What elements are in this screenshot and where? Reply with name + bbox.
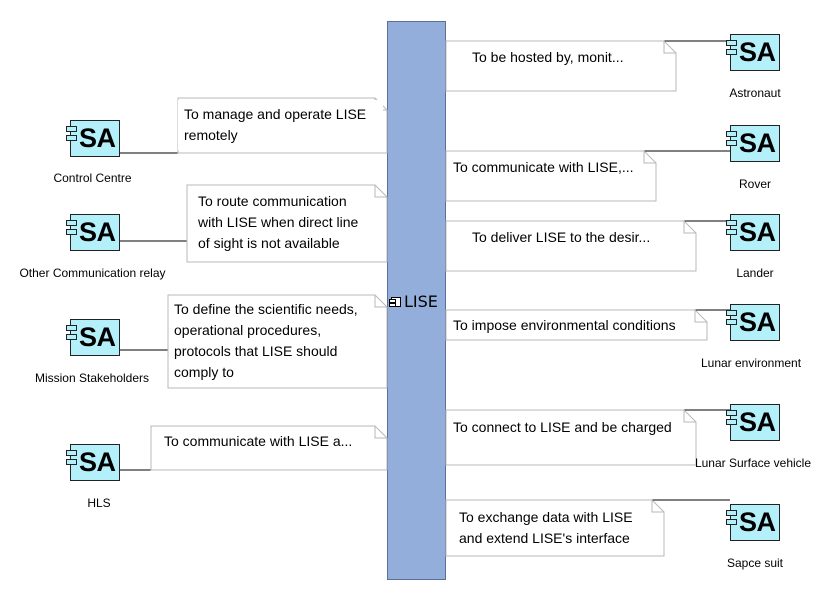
note-text: To impose environmental conditions [453,317,676,333]
actor-name-lander: Lander [736,266,774,280]
actor-name-mission-stakeholders: Mission Stakeholders [34,371,150,385]
actor-astronaut[interactable]: SA [726,34,780,71]
actor-stereotype: SA [79,217,116,247]
system-block[interactable] [387,21,446,580]
actor-stereotype: SA [739,307,776,337]
note-text: To define the scientific needs, operatio… [174,301,358,380]
actor-name-space-suit: Sapce suit [726,556,784,570]
actor-mission-stakeholders[interactable]: SA [66,319,120,356]
note-rover[interactable]: To communicate with LISE,... [447,153,652,182]
actor-rover[interactable]: SA [726,125,780,162]
note-text: To communicate with LISE a... [164,433,353,449]
actor-lunar-surface-vehicle[interactable]: SA [726,404,780,441]
note-text: To route communication with LISE when di… [198,193,359,251]
note-hls[interactable]: To communicate with LISE a... [158,427,378,456]
actor-stereotype: SA [739,37,776,67]
note-astronaut[interactable]: To be hosted by, monit... [466,43,666,72]
actor-name-other-relay: Other Communication relay [19,266,166,280]
actor-name-rover: Rover [738,177,771,191]
actor-stereotype: SA [79,123,116,153]
note-mission-stakeholders[interactable]: To define the scientific needs, operatio… [168,295,383,387]
note-space-suit[interactable]: To exchange data with LISE and extend LI… [453,503,661,553]
note-text: To deliver LISE to the desir... [472,229,651,245]
actor-name-hls: HLS [87,496,111,510]
actor-name-lunar-surface-vehicle: Lunar Surface vehicle [694,456,812,470]
actor-stereotype: SA [79,322,116,352]
note-lunar-environment[interactable]: To impose environmental conditions [447,313,705,340]
system-name: LISE [404,292,438,311]
actor-hls[interactable]: SA [66,444,120,481]
note-text: To communicate with LISE,... [453,159,634,175]
actor-lander[interactable]: SA [726,214,780,251]
component-icon [389,296,401,307]
actor-lunar-environment[interactable]: SA [726,304,780,341]
actor-space-suit[interactable]: SA [726,504,780,541]
actor-name-control-centre: Control Centre [53,171,132,185]
actor-name-astronaut: Astronaut [729,86,781,100]
note-text: To be hosted by, monit... [472,49,624,65]
note-other-relay[interactable]: To route communication with LISE when di… [192,187,387,258]
actor-control-centre[interactable]: SA [66,120,120,157]
note-control-centre[interactable]: To manage and operate LISE remotely [178,100,383,150]
actor-name-lunar-environment: Lunar environment [700,356,802,370]
note-lander[interactable]: To deliver LISE to the desir... [466,223,686,252]
note-text: To connect to LISE and be charged [453,419,672,435]
note-text: To exchange data with LISE and extend LI… [459,509,633,546]
actor-other-relay[interactable]: SA [66,214,120,251]
actor-stereotype: SA [79,447,116,477]
note-text: To manage and operate LISE remotely [184,106,367,143]
actor-stereotype: SA [739,507,776,537]
actor-stereotype: SA [739,407,776,437]
actor-stereotype: SA [739,217,776,247]
note-lunar-surface-vehicle[interactable]: To connect to LISE and be charged [447,413,692,442]
actor-stereotype: SA [739,128,776,158]
system-label[interactable]: LISE [389,292,438,311]
